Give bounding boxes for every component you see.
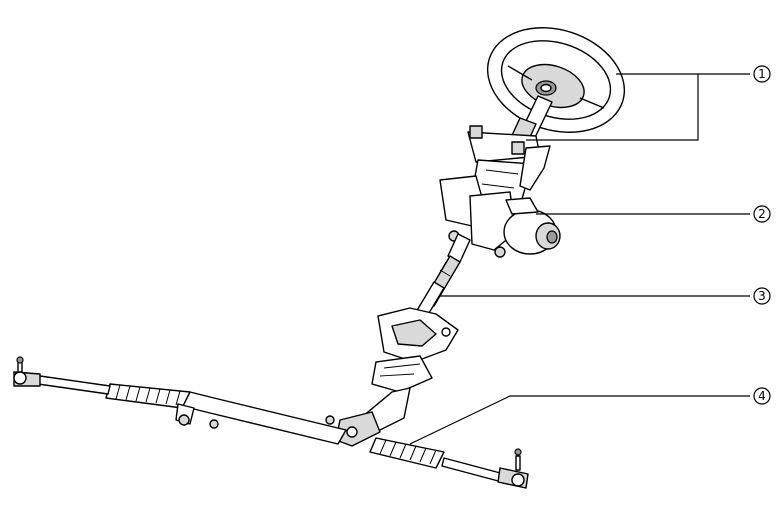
callout-1: 1	[753, 65, 771, 83]
steering-column-upper	[467, 95, 553, 207]
firewall-bracket	[371, 307, 459, 393]
steering-gear-rack	[13, 356, 529, 489]
callout-2-label: 2	[758, 207, 766, 221]
callout-4-label: 4	[758, 389, 766, 403]
pinion-housing	[335, 387, 411, 447]
steering-wheel	[486, 27, 626, 133]
callout-3: 3	[753, 287, 771, 305]
eps-motor-unit	[439, 175, 561, 258]
callout-2: 2	[753, 205, 771, 223]
callout-4: 4	[753, 387, 771, 405]
callout-1-label: 1	[758, 67, 766, 81]
callout-3-label: 3	[758, 289, 766, 303]
leader-lines	[409, 73, 750, 445]
